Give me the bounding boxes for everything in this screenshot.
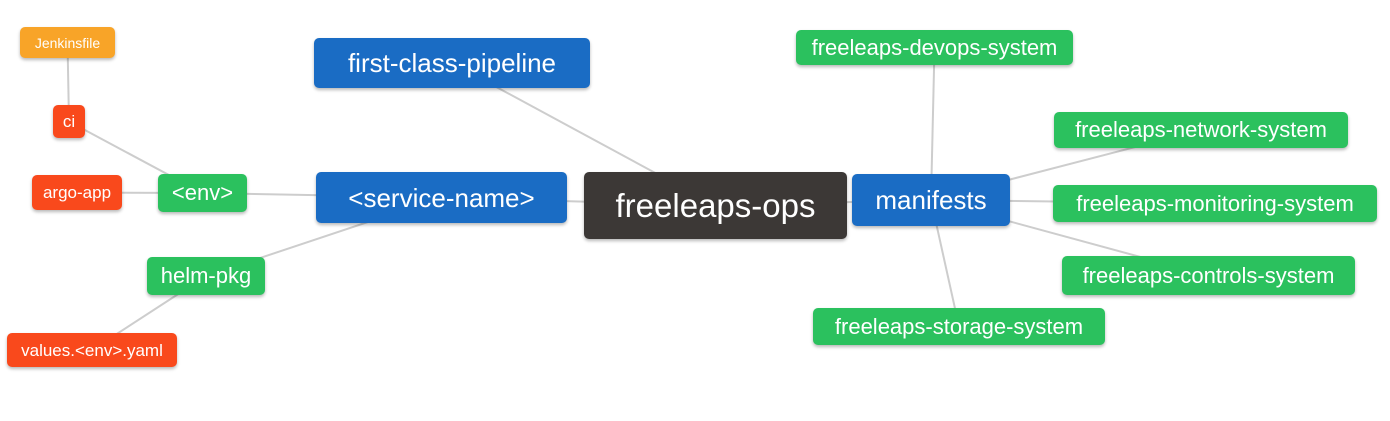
- node-argo-app[interactable]: argo-app: [32, 175, 122, 210]
- node-values-env-yaml[interactable]: values.<env>.yaml: [7, 333, 177, 367]
- node-first-class-pipeline[interactable]: first-class-pipeline: [314, 38, 590, 88]
- node-ci[interactable]: ci: [53, 105, 85, 138]
- node-jenkinsfile[interactable]: Jenkinsfile: [20, 27, 115, 58]
- node-freeleaps-devops-system[interactable]: freeleaps-devops-system: [796, 30, 1073, 65]
- node-freeleaps-controls-system[interactable]: freeleaps-controls-system: [1062, 256, 1355, 295]
- node-freeleaps-network-system[interactable]: freeleaps-network-system: [1054, 112, 1348, 148]
- node-freeleaps-ops-root[interactable]: freeleaps-ops: [584, 172, 847, 239]
- node-freeleaps-monitoring-system[interactable]: freeleaps-monitoring-system: [1053, 185, 1377, 222]
- node-helm-pkg[interactable]: helm-pkg: [147, 257, 265, 295]
- node-manifests[interactable]: manifests: [852, 174, 1010, 226]
- node-freeleaps-storage-system[interactable]: freeleaps-storage-system: [813, 308, 1105, 345]
- node-service-name[interactable]: <service-name>: [316, 172, 567, 223]
- node-env[interactable]: <env>: [158, 174, 247, 212]
